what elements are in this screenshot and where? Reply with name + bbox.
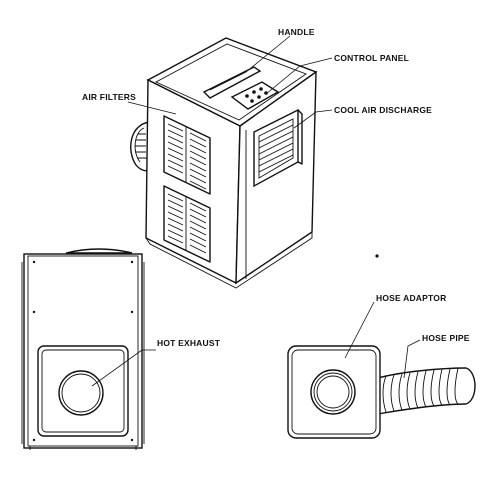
isometric-unit [130,37,318,289]
rear-view-unit [21,248,145,450]
dot-mark [375,254,379,258]
label-hose-pipe: HOSE PIPE [422,333,470,343]
air-filter-lower [163,185,211,263]
label-handle: HANDLE [278,27,315,37]
hose-adaptor [287,345,381,439]
rear-hose [130,121,151,172]
label-air-filters: AIR FILTERS [82,92,136,102]
control-panel [230,81,280,110]
handle [202,66,262,99]
label-hot-exhaust: HOT EXHAUST [157,338,221,348]
hose-pipe [377,367,476,415]
hot-exhaust-panel [37,345,129,437]
label-hose-adaptor: HOSE ADAPTOR [376,293,446,303]
air-filter-upper [163,115,211,195]
label-control-panel: CONTROL PANEL [334,53,409,63]
label-cool-air-discharge: COOL AIR DISCHARGE [334,105,432,115]
cool-air-discharge-vent [253,108,303,188]
